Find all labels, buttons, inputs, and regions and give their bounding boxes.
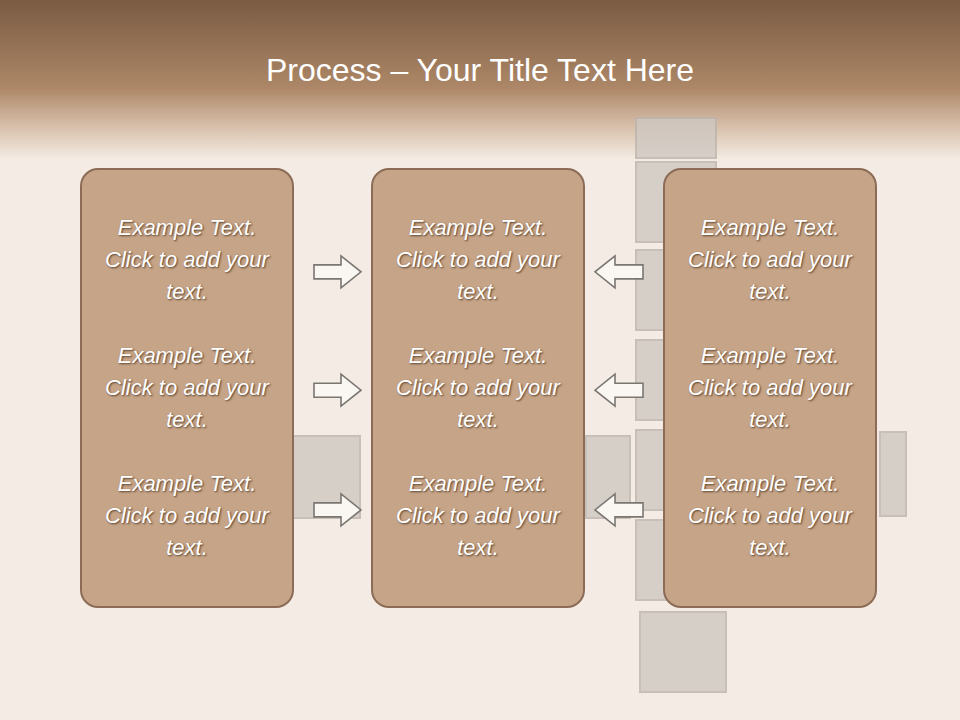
box-text: Example Text. Click to add your text. [102, 468, 272, 564]
box-text: Example Text. Click to add your text. [685, 340, 855, 436]
box-text: Example Text. Click to add your text. [102, 212, 272, 308]
block-arrow [595, 494, 643, 526]
process-box: Example Text. Click to add your text. Exa… [80, 168, 294, 608]
box-text: Example Text. Click to add your text. [393, 212, 563, 308]
box-text: Example Text. Click to add your text. [685, 212, 855, 308]
box-text: Example Text. Click to add your text. [393, 340, 563, 436]
block-arrow [314, 494, 361, 526]
process-box: Example Text. Click to add your text. Exa… [371, 168, 585, 608]
box-text: Example Text. Click to add your text. [393, 468, 563, 564]
slide-title: Process – Your Title Text Here [0, 52, 960, 89]
block-arrow [314, 374, 361, 406]
block-arrow [595, 256, 643, 288]
process-box: Example Text. Click to add your text. Exa… [663, 168, 877, 608]
box-text: Example Text. Click to add your text. [102, 340, 272, 436]
block-arrow [314, 256, 361, 288]
block-arrow [595, 374, 643, 406]
box-text: Example Text. Click to add your text. [685, 468, 855, 564]
